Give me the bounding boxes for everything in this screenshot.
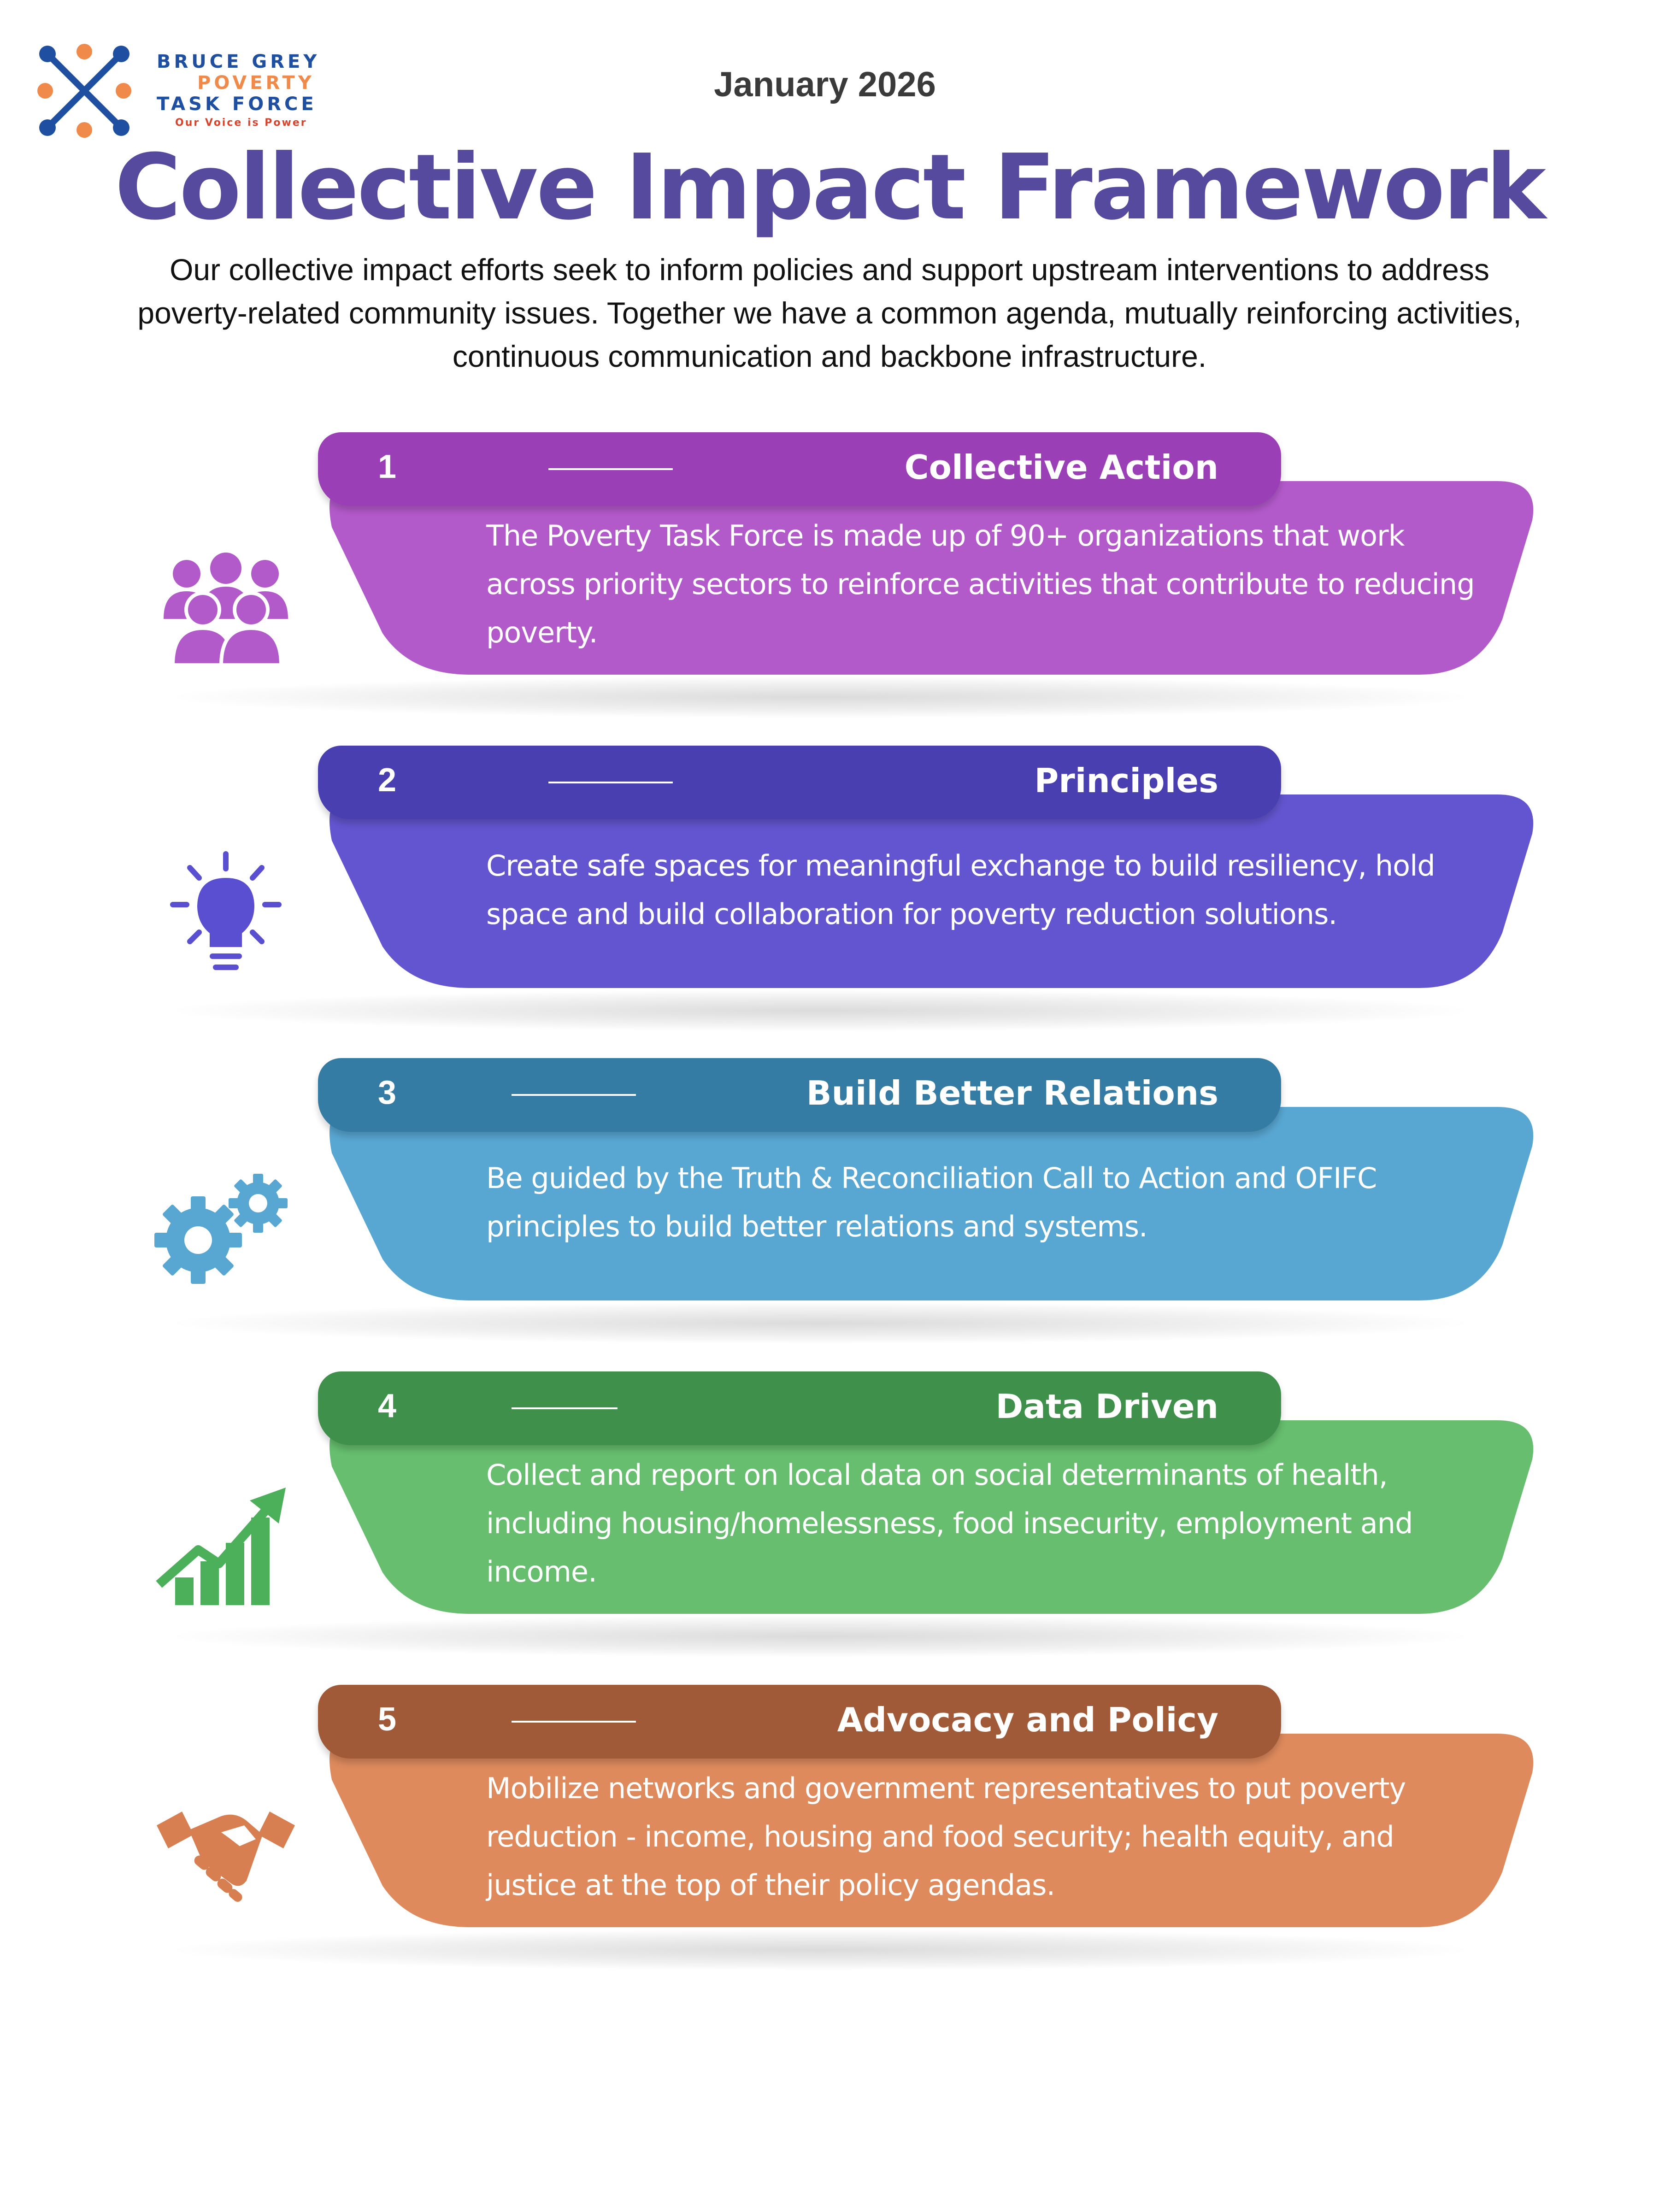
item-description: Be guided by the Truth & Reconciliation … — [486, 1161, 1377, 1243]
framework-item-principles: 2 Principles Create safe spaces for mean… — [0, 746, 1659, 1031]
item-title: Collective Action — [904, 448, 1218, 487]
item-body-panel — [329, 1420, 1534, 1614]
divider-line — [512, 1721, 636, 1723]
item-body-shape — [329, 794, 1534, 988]
people-group-icon — [164, 553, 288, 667]
logo-mark-icon — [37, 44, 131, 138]
item-title: Advocacy and Policy — [837, 1700, 1218, 1739]
item-title: Principles — [1034, 761, 1218, 800]
item-description: Mobilize networks and government represe… — [486, 1771, 1406, 1902]
item-number: 1 — [378, 448, 397, 485]
divider-line — [548, 782, 673, 783]
framework-item-advocacy-and-policy: 5 Advocacy and Policy Mobilize networks … — [0, 1685, 1659, 1971]
item-header-tab: 1 Collective Action — [318, 432, 1281, 506]
item-number: 4 — [378, 1388, 397, 1424]
logo-line-2: POVERTY — [197, 72, 315, 94]
item-body-shape — [329, 1107, 1534, 1300]
item-body-shape — [329, 1420, 1534, 1614]
row-shadow — [175, 990, 1465, 1031]
framework-item-collective-action: 1 Collective Action The Poverty Task For… — [0, 432, 1659, 718]
divider-line — [548, 468, 673, 470]
handshake-icon — [157, 1812, 295, 1902]
item-body-panel — [329, 1107, 1534, 1300]
item-body-shape — [329, 1734, 1534, 1927]
item-header-tab: 5 Advocacy and Policy — [318, 1685, 1281, 1759]
item-number: 3 — [378, 1074, 397, 1111]
logo-line-1: BRUCE GREY — [157, 51, 320, 72]
item-body-panel — [329, 481, 1534, 675]
lightbulb-icon — [170, 851, 282, 970]
intro-paragraph: Our collective impact efforts seek to in… — [137, 253, 1522, 373]
gears-icon — [154, 1174, 288, 1284]
item-header-tab: 2 Principles — [318, 746, 1281, 819]
logo-wordmark: BRUCE GREY POVERTY TASK FORCE Our Voice … — [157, 53, 378, 128]
row-shadow — [175, 1616, 1465, 1657]
item-header-tab: 3 Build Better Relations — [318, 1058, 1281, 1132]
row-shadow — [175, 1929, 1465, 1971]
logo-line-3: TASK FORCE — [157, 94, 317, 115]
item-description: The Poverty Task Force is made up of 90+… — [486, 519, 1475, 649]
item-title: Data Driven — [995, 1387, 1218, 1426]
divider-line — [512, 1094, 636, 1096]
item-body-panel — [329, 1734, 1534, 1927]
growth-chart-icon — [156, 1488, 286, 1605]
item-number: 2 — [378, 762, 397, 799]
item-header-tab: 4 Data Driven — [318, 1371, 1281, 1445]
date-label: January 2026 — [714, 65, 936, 104]
item-body-panel — [329, 794, 1534, 988]
item-description: Create safe spaces for meaningful exchan… — [486, 849, 1435, 931]
divider-line — [512, 1407, 618, 1409]
logo-tagline: Our Voice is Power — [175, 117, 307, 129]
row-shadow — [175, 677, 1465, 718]
page-title: Collective Impact Framework — [115, 135, 1546, 240]
logo: BRUCE GREY POVERTY TASK FORCE Our Voice … — [36, 42, 349, 139]
item-description: Collect and report on local data on soci… — [486, 1458, 1413, 1588]
framework-item-build-better-relations: 3 Build Better Relations Be guided by th… — [0, 1058, 1659, 1344]
item-title: Build Better Relations — [806, 1074, 1218, 1112]
item-body-shape — [329, 481, 1534, 675]
framework-item-data-driven: 4 Data Driven Collect and report on loca… — [0, 1371, 1659, 1657]
item-number: 5 — [378, 1701, 397, 1738]
row-shadow — [175, 1302, 1465, 1344]
